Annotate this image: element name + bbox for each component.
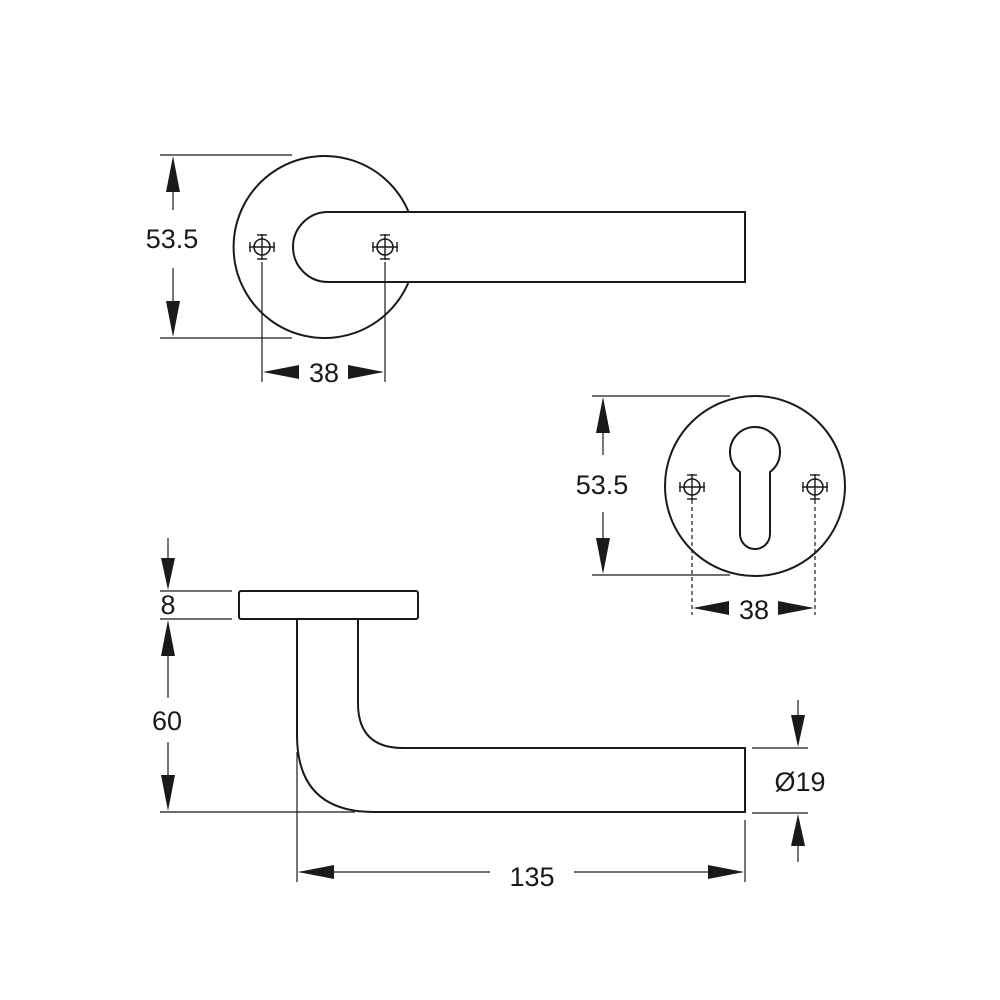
side-length-arrow-right (708, 865, 744, 879)
escutcheon-height-arrow-down (596, 538, 610, 574)
top-height-label: 53.5 (146, 224, 199, 254)
escutcheon-outline (664, 395, 846, 577)
side-thickness-arrow-down (161, 558, 175, 590)
escutcheon-spacing-arrow-left (693, 601, 729, 615)
side-diameter-label: Ø19 (774, 767, 825, 797)
escutcheon-right-screw-icon (801, 473, 829, 501)
top-spacing-arrow-left (263, 365, 299, 379)
escutcheon-spacing-arrow-right (778, 601, 814, 615)
top-right-screw-icon (371, 233, 399, 261)
top-view: 53.5 38 (146, 154, 746, 388)
escutcheon-left-screw-icon (678, 473, 706, 501)
side-diameter-arrow-up (791, 814, 805, 846)
side-height-label: 60 (152, 706, 182, 736)
top-height-arrow-down (166, 301, 180, 337)
top-rose-outline (232, 155, 410, 339)
escutcheon-height-arrow-up (596, 397, 610, 433)
side-thickness-label: 8 (160, 590, 175, 620)
top-height-arrow-up (166, 156, 180, 192)
top-lever-outline (292, 211, 746, 283)
top-spacing-arrow-right (348, 365, 384, 379)
side-diameter-arrow-down (791, 715, 805, 747)
side-length-arrow-left (298, 865, 334, 879)
side-height-arrow-down (161, 775, 175, 811)
escutcheon-spacing-label: 38 (739, 595, 769, 625)
escutcheon-view: 53.5 38 (576, 395, 846, 625)
escutcheon-height-label: 53.5 (576, 470, 629, 500)
top-spacing-label: 38 (309, 358, 339, 388)
side-height-arrow-up (161, 620, 175, 656)
side-length-label: 135 (509, 862, 554, 892)
side-view: 8 60 135 Ø19 (152, 538, 826, 892)
side-rose-outline (238, 590, 419, 620)
side-lever-outline (296, 619, 746, 813)
keyhole-outline (729, 426, 781, 550)
top-left-screw-icon (248, 233, 276, 261)
